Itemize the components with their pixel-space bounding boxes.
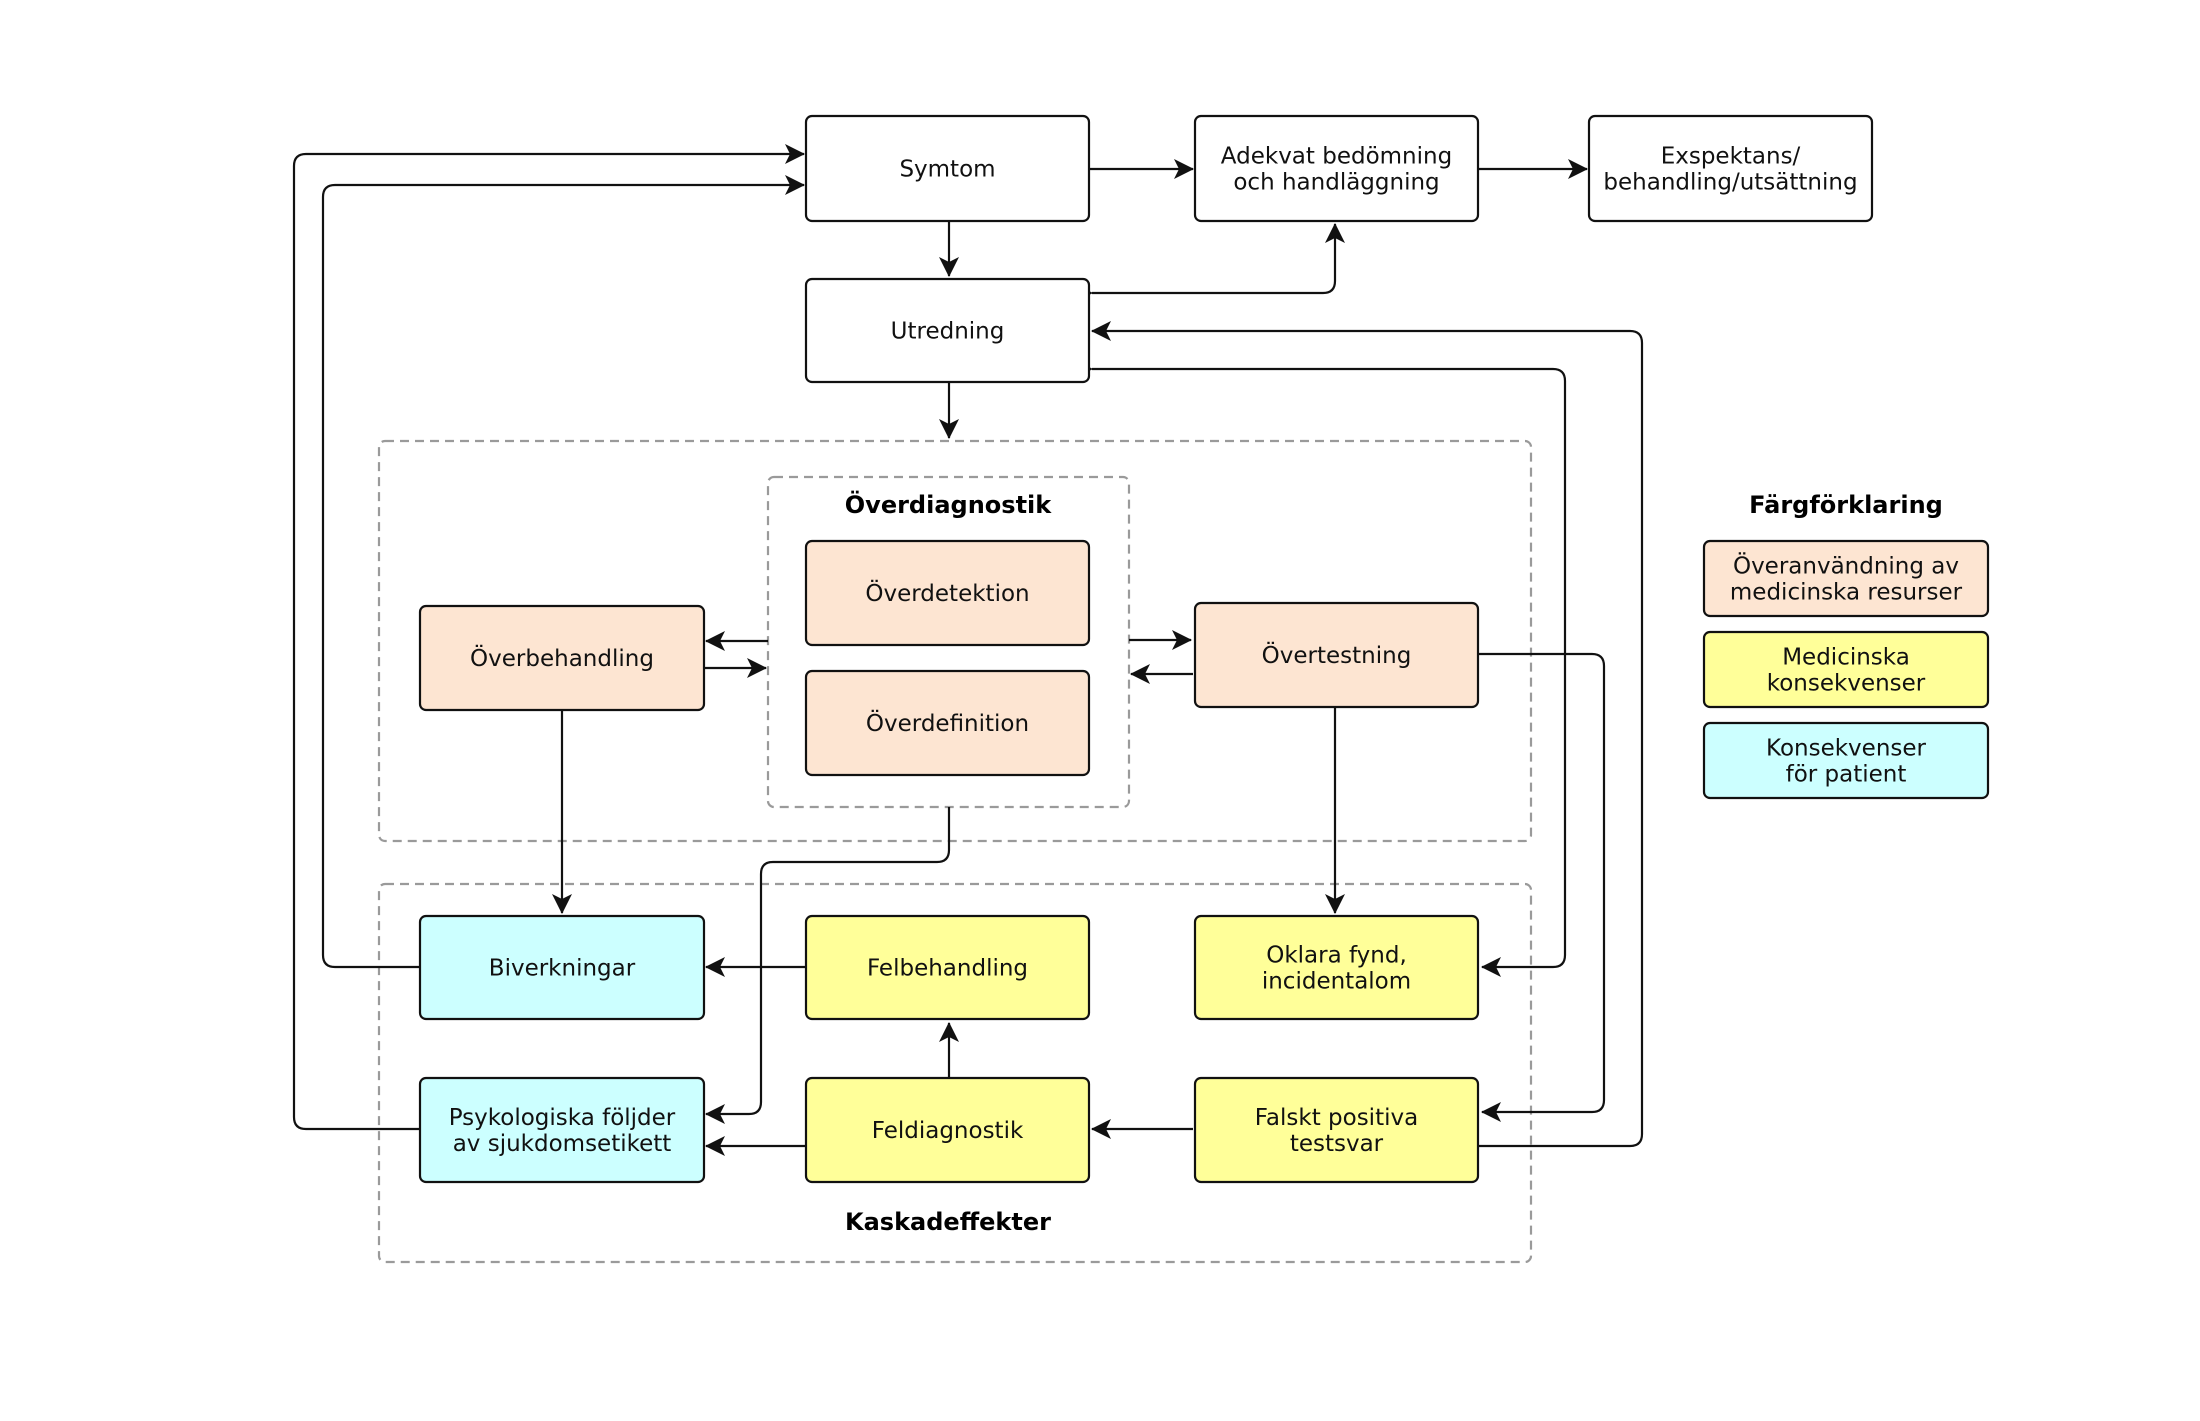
node-overbehandling: Överbehandling bbox=[418, 604, 706, 712]
edge-overtestning-falskt bbox=[1478, 652, 1606, 1122]
kaskadeffekter-title: Kaskadeffekter bbox=[845, 1208, 1051, 1236]
legend-title: Färgförklaring bbox=[1749, 491, 1943, 519]
node-overtestning-label-line: Övertestning bbox=[1262, 641, 1412, 669]
edge-biverkningar-symtom bbox=[321, 175, 805, 969]
legend-item-patient-box bbox=[1702, 721, 1990, 800]
node-overbehandling-label-line: Överbehandling bbox=[470, 644, 654, 672]
node-falskt-box bbox=[1193, 1076, 1480, 1184]
edge-utredning-adekvat bbox=[1073, 223, 1345, 303]
node-feldiagnostik-box bbox=[804, 1076, 1091, 1184]
node-biverkningar-box bbox=[418, 914, 706, 1021]
node-utredning: Utredning bbox=[804, 277, 1091, 384]
node-feldiagnostik: Feldiagnostik bbox=[804, 1076, 1091, 1184]
node-oklara: Oklara fynd,incidentalom bbox=[1193, 914, 1480, 1021]
node-overdefinition-box bbox=[804, 669, 1091, 777]
node-psykologiska-label-line: Psykologiska följder bbox=[449, 1105, 676, 1131]
node-adekvat-label-line: och handläggning bbox=[1233, 170, 1439, 196]
node-biverkningar: Biverkningar bbox=[418, 914, 706, 1021]
node-falskt-label-line: Falskt positiva bbox=[1255, 1105, 1418, 1131]
overuse-region bbox=[377, 439, 1533, 843]
node-adekvat-label-line: Adekvat bedömning bbox=[1221, 144, 1452, 170]
legend-item-overuse-label-line: Överanvändning av bbox=[1733, 552, 1959, 580]
node-falskt-label-line: testsvar bbox=[1290, 1131, 1384, 1157]
node-symtom: Symtom bbox=[804, 114, 1091, 223]
node-exspektans-label-line: behandling/utsättning bbox=[1603, 170, 1857, 196]
node-felbehandling: Felbehandling bbox=[804, 914, 1091, 1021]
node-overdetektion-label-line: Överdetektion bbox=[865, 579, 1029, 607]
node-overdefinition-label-line: Överdefinition bbox=[866, 709, 1029, 737]
node-oklara-box bbox=[1193, 914, 1480, 1021]
node-oklara-label-line: Oklara fynd, bbox=[1266, 943, 1407, 969]
legend-item-medical-label-line: Medicinska bbox=[1782, 645, 1910, 671]
node-symtom-box bbox=[804, 114, 1091, 223]
overdiagnostik-title: Överdiagnostik bbox=[845, 489, 1053, 519]
legend-item-medical-box bbox=[1702, 630, 1990, 709]
node-exspektans-box bbox=[1587, 114, 1874, 223]
edge-psykologiska-symtom bbox=[292, 144, 805, 1131]
legend-item-patient-label-line: Konsekvenser bbox=[1766, 736, 1927, 762]
node-utredning-label-line: Utredning bbox=[891, 319, 1005, 345]
node-overdefinition: Överdefinition bbox=[804, 669, 1091, 777]
node-utredning-box bbox=[804, 277, 1091, 384]
node-psykologiska-label-line: av sjukdomsetikett bbox=[453, 1131, 672, 1157]
node-exspektans-label-line: Exspektans/ bbox=[1661, 144, 1801, 170]
edge-falskt-utredning bbox=[1091, 321, 1644, 1148]
node-symtom-label-line: Symtom bbox=[899, 157, 995, 183]
node-overdetektion: Överdetektion bbox=[804, 539, 1091, 647]
kaskadeffekter-group bbox=[377, 882, 1533, 1264]
legend-item-patient-label-line: för patient bbox=[1786, 762, 1907, 788]
node-overdetektion-box bbox=[804, 539, 1091, 647]
legend-item-overuse-box bbox=[1702, 539, 1990, 618]
node-felbehandling-label-line: Felbehandling bbox=[867, 956, 1028, 982]
node-feldiagnostik-label-line: Feldiagnostik bbox=[872, 1118, 1024, 1144]
edge-overdiagnostik-psykologiska bbox=[705, 807, 951, 1124]
legend: Färgförklaring Överanvändning avmedicins… bbox=[1702, 491, 1990, 800]
node-overtestning: Övertestning bbox=[1193, 601, 1480, 709]
edge-utredning-oklara bbox=[1073, 359, 1567, 977]
node-overbehandling-box bbox=[418, 604, 706, 712]
node-exspektans: Exspektans/behandling/utsättning bbox=[1587, 114, 1874, 223]
legend-item-medical-label-line: konsekvenser bbox=[1767, 671, 1926, 697]
node-overtestning-box bbox=[1193, 601, 1480, 709]
node-oklara-label-line: incidentalom bbox=[1262, 969, 1411, 995]
edges bbox=[292, 144, 1644, 1156]
node-felbehandling-box bbox=[804, 914, 1091, 1021]
legend-item-overuse-label-line: medicinska resurser bbox=[1730, 580, 1963, 606]
node-biverkningar-label-line: Biverkningar bbox=[489, 956, 636, 982]
node-psykologiska-box bbox=[418, 1076, 706, 1184]
node-adekvat-box bbox=[1193, 114, 1480, 223]
